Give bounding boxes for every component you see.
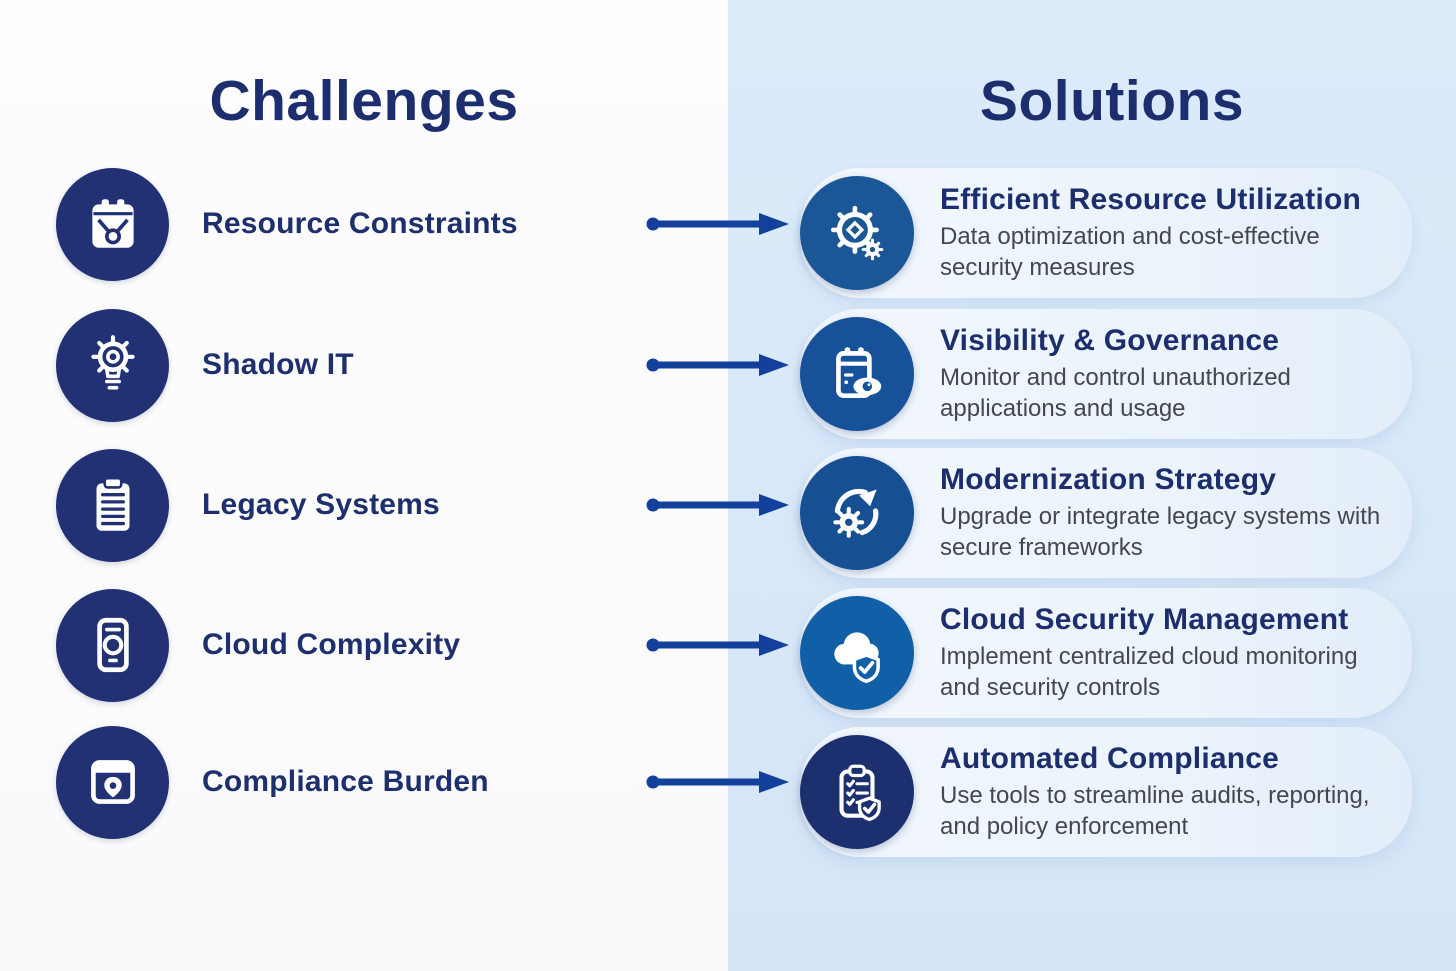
solution-card-cloud-security-management: Cloud Security Management Implement cent…	[800, 588, 1412, 718]
challenge-row-resource-constraints: Resource Constraints	[56, 167, 518, 281]
solution-card-modernization-strategy: Modernization Strategy Upgrade or integr…	[800, 448, 1412, 578]
browser-pin-icon	[56, 725, 169, 839]
challenge-label: Compliance Burden	[202, 765, 489, 798]
solution-card-automated-compliance: Automated Compliance Use tools to stream…	[800, 727, 1412, 857]
challenges-title: Challenges	[209, 69, 519, 133]
arrow-icon	[645, 352, 791, 378]
calendar-tag-icon	[56, 167, 169, 281]
challenge-label: Resource Constraints	[202, 207, 518, 240]
arrow-icon	[645, 211, 791, 237]
solution-title: Visibility & Governance	[940, 323, 1280, 357]
challenge-label: Shadow IT	[202, 348, 354, 381]
solution-description: Implement centralized cloud monitoring a…	[940, 642, 1358, 701]
calendar-eye-icon	[800, 317, 914, 431]
solution-description: Upgrade or integrate legacy systems with…	[940, 502, 1381, 561]
solution-card-efficient-resource-utilization: Efficient Resource Utilization Data opti…	[800, 168, 1412, 298]
solution-title: Modernization Strategy	[940, 462, 1277, 496]
challenge-row-legacy-systems: Legacy Systems	[56, 448, 440, 562]
solution-description: Monitor and control unauthorized applica…	[940, 363, 1291, 422]
solution-title: Automated Compliance	[940, 741, 1280, 775]
smartphone-icon	[56, 588, 169, 702]
challenge-row-compliance-burden: Compliance Burden	[56, 725, 489, 839]
solution-title: Efficient Resource Utilization	[940, 182, 1362, 216]
solution-title: Cloud Security Management	[940, 602, 1349, 636]
solutions-title: Solutions	[979, 69, 1245, 133]
cloud-shield-icon	[800, 596, 914, 710]
solution-card-visibility-governance: Visibility & Governance Monitor and cont…	[800, 309, 1412, 439]
arrow-icon	[645, 632, 791, 658]
challenge-row-cloud-complexity: Cloud Complexity	[56, 588, 460, 702]
solution-description: Use tools to streamline audits, reportin…	[940, 781, 1370, 840]
gear-sync-icon	[800, 456, 914, 570]
challenge-label: Legacy Systems	[202, 488, 440, 521]
clipboard-lines-icon	[56, 448, 169, 562]
arrow-icon	[645, 769, 791, 795]
challenge-row-shadow-it: Shadow IT	[56, 308, 354, 422]
bulb-gear-icon	[56, 308, 169, 422]
clipboard-check-icon	[800, 735, 914, 849]
solution-description: Data optimization and cost-effective sec…	[940, 222, 1320, 281]
arrow-icon	[645, 492, 791, 518]
challenge-label: Cloud Complexity	[202, 628, 461, 661]
gear-target-icon	[800, 176, 914, 290]
